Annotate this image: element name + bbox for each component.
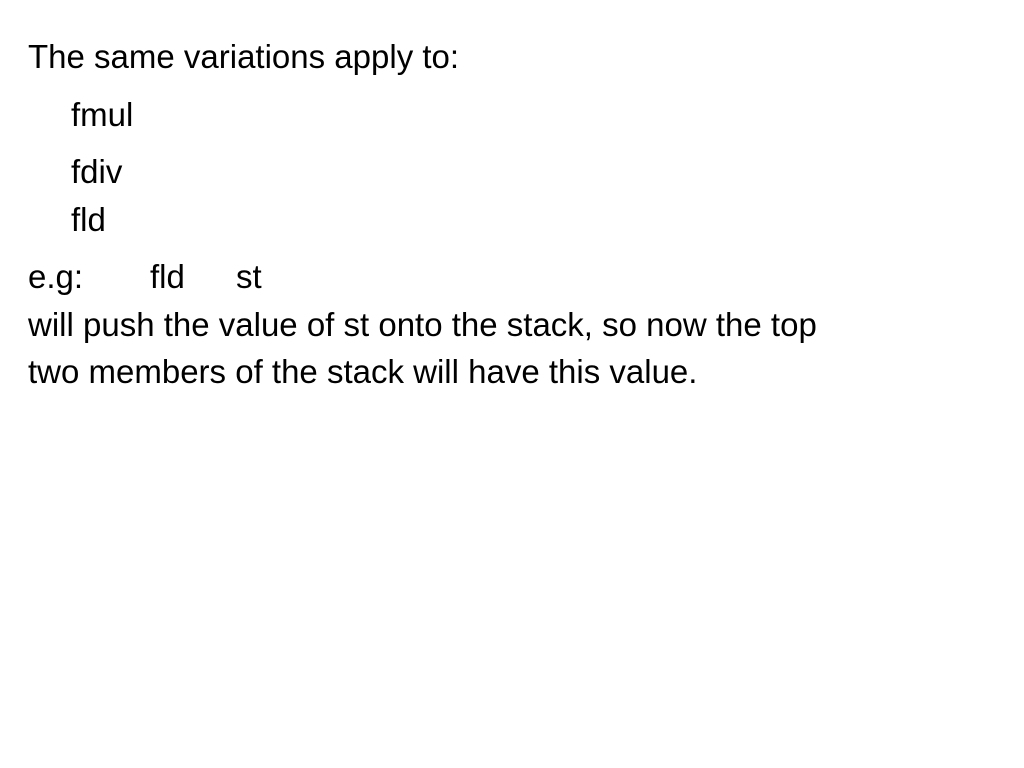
explanation-line-2: two members of the stack will have this …	[28, 353, 698, 390]
example-operand: st	[236, 258, 262, 295]
instruction-fmul: fmul	[71, 96, 134, 133]
intro-text: The same variations apply to:	[28, 38, 460, 75]
instruction-fdiv: fdiv	[71, 153, 123, 190]
example-instruction: fld	[150, 258, 185, 295]
example-line: e.g: fld st	[28, 260, 262, 293]
instruction-fld: fld	[71, 201, 106, 238]
explanation-line-1: will push the value of st onto the stack…	[28, 306, 817, 343]
example-label: e.g:	[28, 258, 84, 295]
